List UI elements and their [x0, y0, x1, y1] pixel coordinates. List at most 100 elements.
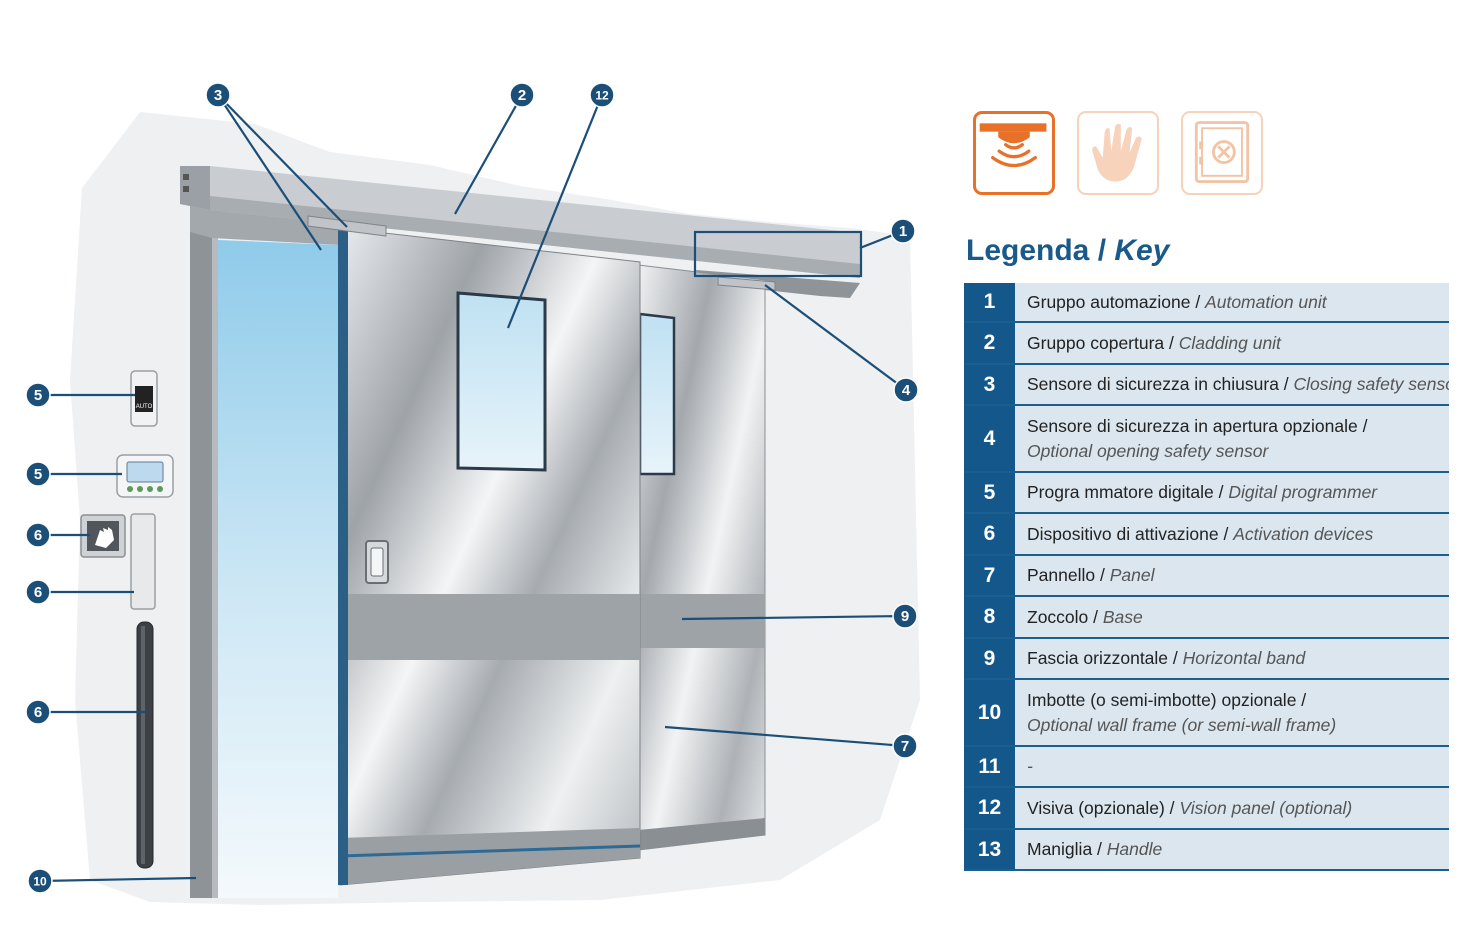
legend-text-en: - [1027, 756, 1033, 776]
callout-circle-7 [892, 733, 918, 759]
legend-number: 12 [964, 788, 1015, 828]
legend-description: Zoccolo / Base [1015, 597, 1449, 637]
legend-title: Legenda / Key [966, 234, 1169, 268]
callout-label-1: 1 [899, 223, 907, 240]
legend-number: 6 [964, 514, 1015, 554]
legend-text-it: Progra mmatore digitale [1027, 482, 1214, 502]
callout-circle-2 [509, 82, 535, 108]
legend-text-sep: / [1168, 648, 1183, 668]
digital-programmer-panel [116, 454, 174, 498]
legend-line-1: Progra mmatore digitale / Digital progra… [1027, 480, 1441, 505]
legend-text-en: Base [1102, 606, 1143, 627]
legend-description: Gruppo automazione / Automation unit [1015, 283, 1449, 321]
callout-circle-10 [27, 868, 53, 894]
programmer-label: AUTO [136, 404, 153, 410]
callout-circle-6 [25, 579, 51, 605]
callout-label-4: 4 [902, 382, 911, 399]
legend-line-1: Gruppo copertura / Cladding unit [1027, 331, 1441, 356]
legend-description: Sensore di sicurezza in apertura opziona… [1015, 406, 1449, 471]
legend-row: 11- [964, 747, 1449, 788]
legend-line-1: Fascia orizzontale / Horizontal band [1027, 646, 1441, 671]
leader-lines [38, 94, 907, 883]
vision-panel [456, 291, 547, 472]
legend-text-it: Imbotte (o semi-imbotte) opzionale [1027, 689, 1297, 710]
door-frame-jamb [190, 210, 212, 898]
legend-text-sep: / [1092, 839, 1107, 859]
hand-touch-icon[interactable] [1077, 111, 1159, 195]
legend-line-1: - [1027, 754, 1441, 779]
legend-text-sep: / [1095, 565, 1110, 585]
legend-line-2: Optional opening safety sensor [1027, 440, 1269, 461]
legend-description: Visiva (opzionale) / Vision panel (optio… [1015, 788, 1449, 828]
legend-text-sep: / [1164, 797, 1180, 818]
legend-text-en: Closing safety sensor [1293, 374, 1449, 394]
legend-number: 10 [964, 680, 1015, 745]
legend-number: 4 [964, 406, 1015, 471]
legend-text-it: Maniglia [1027, 839, 1093, 859]
legend-text-it: Gruppo copertura [1027, 332, 1165, 353]
legend-number: 11 [964, 747, 1015, 786]
legend-row: 9 Fascia orizzontale / Horizontal band [964, 639, 1449, 680]
legend-text-en: Vision panel (optional) [1179, 797, 1353, 818]
legend-text-sep: / [1213, 482, 1229, 502]
legend-text-sep: / [1164, 332, 1179, 353]
legend-line-1: Sensore di sicurezza in chiusura / Closi… [1027, 372, 1449, 397]
legend-title-sep: / [1089, 234, 1115, 267]
legend-text-sep: / [1357, 415, 1368, 436]
legend-description: Sensore di sicurezza in chiusura / Closi… [1015, 365, 1449, 404]
legend-description: Gruppo copertura / Cladding unit [1015, 323, 1449, 363]
callout-circle-6 [25, 522, 51, 548]
legend-number: 7 [964, 556, 1015, 595]
legend-number: 9 [964, 639, 1015, 678]
legend-text-it: Sensore di sicurezza in chiusura [1027, 374, 1279, 394]
callout-circle-6 [25, 699, 51, 725]
callout-label-5: 5 [34, 387, 42, 404]
radar-activation-device [130, 513, 156, 610]
legend-text-en: Activation devices [1233, 523, 1374, 544]
legend-line-1: Zoccolo / Base [1027, 605, 1441, 630]
door-opening [218, 240, 338, 898]
legend-number: 13 [964, 830, 1015, 869]
callout-label-10: 10 [33, 875, 47, 889]
legend-text-sep: / [1088, 606, 1103, 627]
legend-row: 3 Sensore di sicurezza in chiusura / Clos… [964, 365, 1449, 406]
legend-text-it: Gruppo automazione [1027, 291, 1191, 312]
legend-description: Imbotte (o semi-imbotte) opzionale /Opti… [1015, 680, 1449, 745]
legend-text-en: Cladding unit [1178, 332, 1281, 353]
callout-circle-9 [892, 603, 918, 629]
legend-description: Fascia orizzontale / Horizontal band [1015, 639, 1449, 678]
radar-sensor-icon[interactable] [973, 111, 1055, 195]
callout-circle-3 [205, 82, 231, 108]
legend-text-en: Panel [1109, 565, 1155, 585]
legend-text-en: Digital programmer [1228, 482, 1378, 502]
callout-label-12: 12 [595, 89, 609, 103]
legend-text-sep: / [1190, 291, 1206, 312]
callout-label-6: 6 [34, 527, 42, 544]
safe-lock-icon[interactable] [1181, 111, 1263, 195]
digital-programmer-device: AUTO [130, 370, 158, 427]
legend-text-sep: / [1296, 689, 1307, 710]
legend-number: 3 [964, 365, 1015, 404]
legend-line-1: Visiva (opzionale) / Vision panel (optio… [1027, 796, 1441, 821]
legend-text-it: Pannello [1027, 565, 1096, 585]
callout-label-7: 7 [901, 738, 909, 755]
legend-row: 8 Zoccolo / Base [964, 597, 1449, 639]
callout-label-2: 2 [518, 87, 526, 104]
callout-label-6: 6 [34, 704, 42, 721]
callout-label-9: 9 [901, 608, 909, 625]
legend-description: Dispositivo di attivazione / Activation … [1015, 514, 1449, 554]
legend-number: 8 [964, 597, 1015, 637]
legend-description: Progra mmatore digitale / Digital progra… [1015, 473, 1449, 512]
legend-text-en: Horizontal band [1182, 648, 1306, 668]
callout-label-6: 6 [34, 584, 42, 601]
legend-line-1: Dispositivo di attivazione / Activation … [1027, 522, 1441, 547]
legend-line-1: Maniglia / Handle [1027, 837, 1441, 862]
legend-title-it: Legenda [966, 234, 1090, 267]
callout-circle-4 [893, 377, 919, 403]
legend-row: 12 Visiva (opzionale) / Vision panel (opt… [964, 788, 1449, 830]
callout-circle-12 [589, 82, 615, 108]
